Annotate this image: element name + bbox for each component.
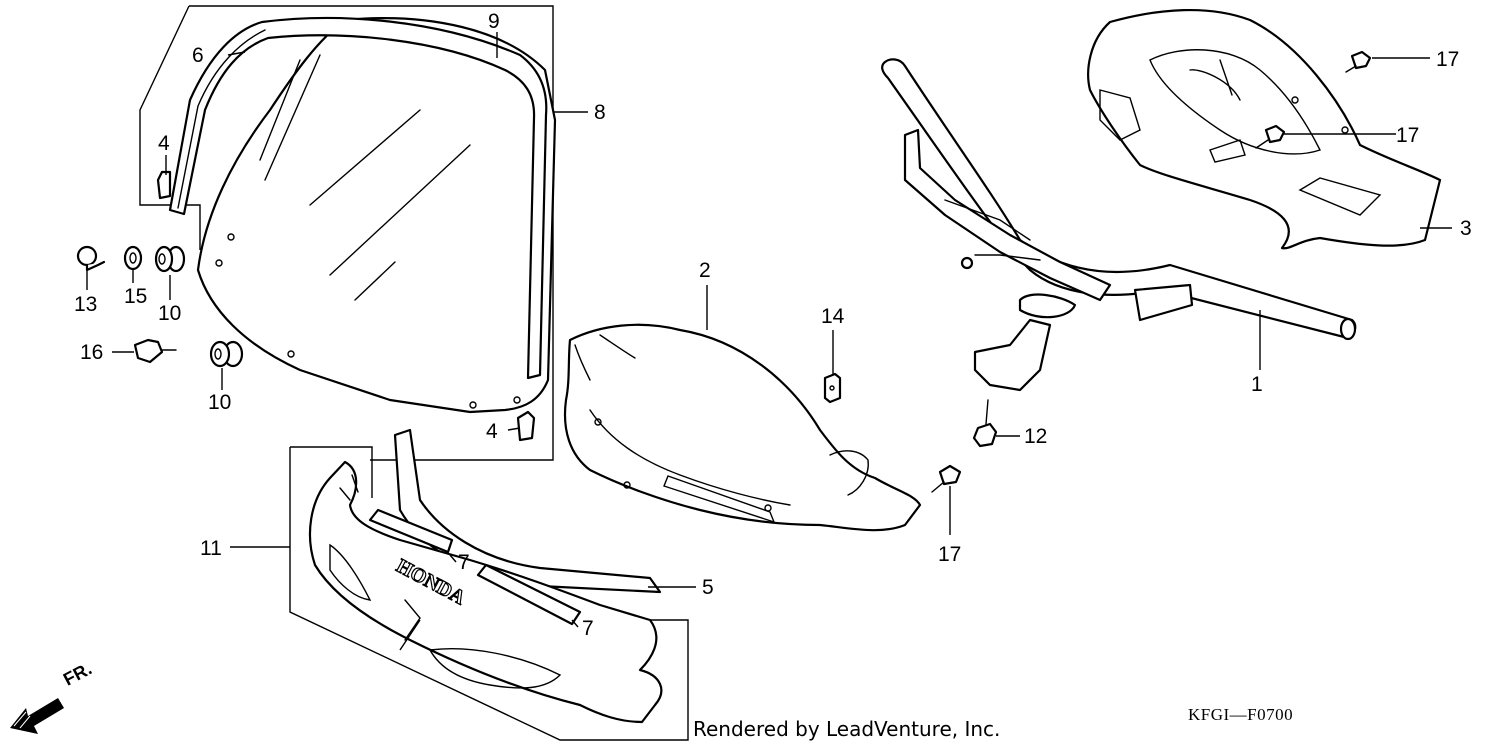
rubber-strip-lower (476, 563, 582, 626)
clip-14 (823, 372, 842, 404)
callout-9: 9 (488, 10, 500, 33)
screw-17-middle (1255, 124, 1286, 149)
callout-7-upper: 7 (458, 551, 470, 574)
windscreen (196, 17, 557, 414)
handlebar-rear-cover (1087, 8, 1442, 250)
washer-15 (123, 245, 143, 271)
clip-4-upper (156, 170, 172, 200)
callout-10-upper: 10 (158, 302, 181, 325)
callout-5: 5 (702, 576, 714, 599)
callout-7-lower: 7 (582, 617, 594, 640)
render-credit: Rendered by LeadVenture, Inc. (693, 717, 1001, 741)
callout-3: 3 (1460, 217, 1472, 240)
callout-10-lower: 10 (208, 391, 231, 414)
callout-2: 2 (699, 259, 711, 282)
lower-cover-bracket (289, 446, 689, 741)
screw-17-upper (1345, 50, 1372, 73)
handlebar-front-cover (563, 323, 922, 532)
callout-17-top: 17 (1436, 48, 1459, 71)
rubber-strip-upper (368, 508, 454, 554)
callout-12: 12 (1024, 425, 1047, 448)
callout-8: 8 (594, 101, 606, 124)
callout-11: 11 (200, 537, 222, 560)
screw-17-front (931, 464, 962, 493)
bolt-12 (972, 399, 998, 448)
grommet-10-lower (209, 340, 244, 368)
handlebar (881, 58, 1357, 392)
callout-4-lower: 4 (486, 420, 498, 443)
callout-4-upper: 4 (158, 132, 170, 155)
clip-4-lower (516, 410, 536, 442)
grommet-10-upper (154, 245, 186, 273)
lower-front-cover: HONDA (308, 460, 663, 724)
bolt-16 (133, 338, 177, 364)
callout-6: 6 (192, 44, 204, 67)
callout-13: 13 (74, 293, 97, 316)
callout-14: 14 (821, 305, 845, 328)
leader-lines (86, 32, 1452, 651)
callout-17-middle: 17 (1396, 124, 1419, 147)
callout-15: 15 (124, 285, 147, 308)
callout-16: 16 (80, 341, 103, 364)
windscreen-edge-seal (168, 16, 548, 380)
front-direction-arrow-icon (10, 698, 64, 734)
callout-1: 1 (1251, 373, 1263, 396)
callout-17-bottom: 17 (938, 543, 961, 566)
screw-13 (76, 245, 106, 272)
diagram-code: KFGI—F0700 (1188, 705, 1294, 724)
callouts: 1 2 3 4 4 5 6 7 7 8 9 10 10 11 12 13 14 … (74, 10, 1472, 640)
